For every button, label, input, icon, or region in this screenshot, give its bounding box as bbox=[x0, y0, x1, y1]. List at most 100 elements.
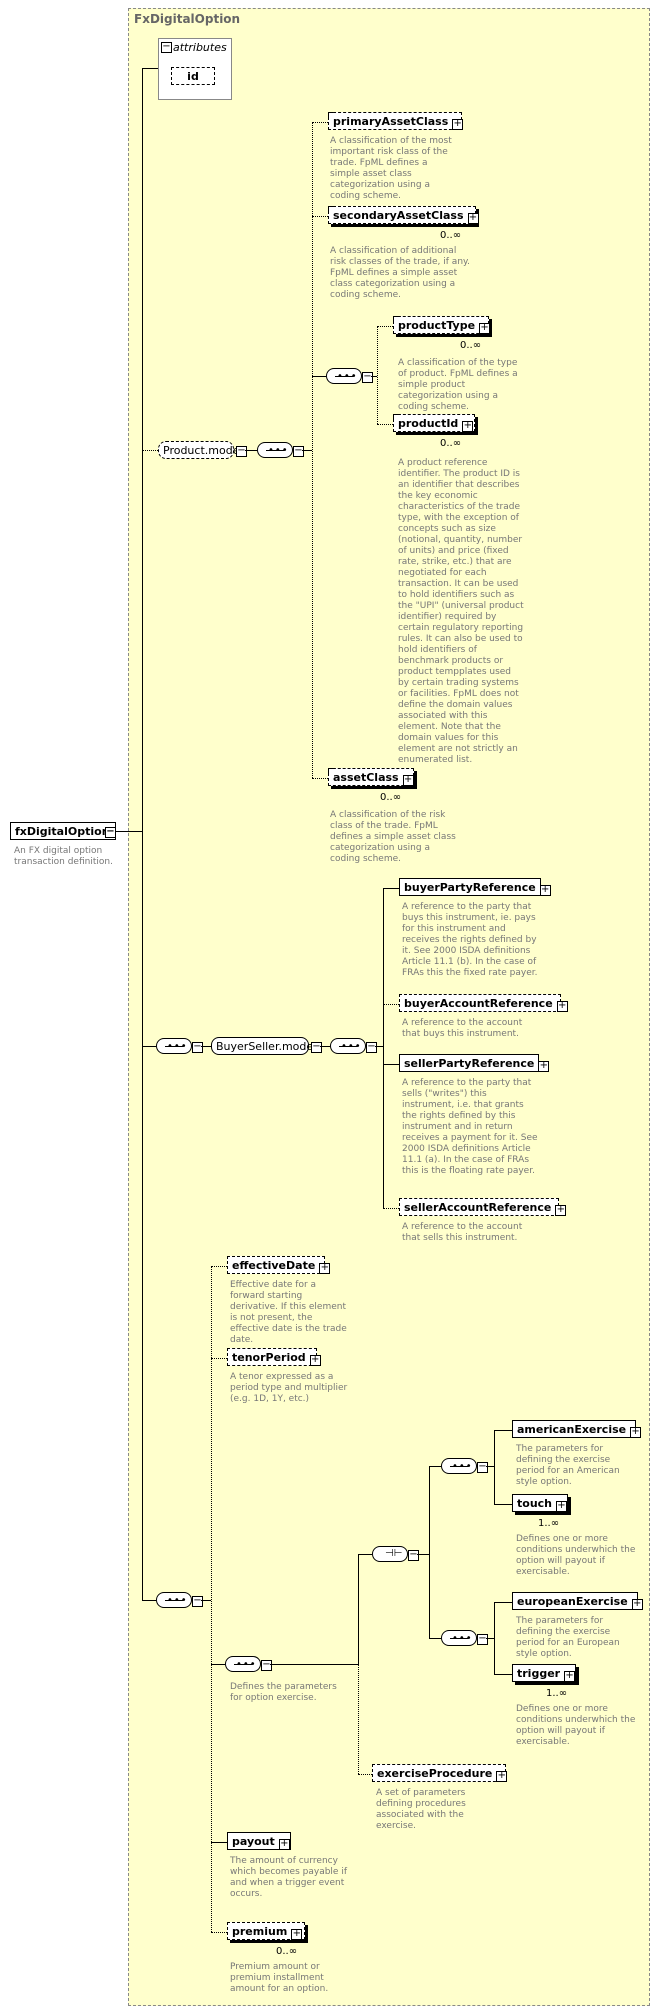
element-touch[interactable]: touch+ bbox=[512, 1494, 568, 1512]
cardinality: 0..∞ bbox=[440, 230, 462, 241]
connector bbox=[142, 68, 158, 69]
connector bbox=[358, 1554, 372, 1555]
element-trigger[interactable]: trigger+ bbox=[512, 1664, 576, 1682]
connector bbox=[270, 1664, 358, 1665]
element-assetClass[interactable]: assetClass+ bbox=[328, 768, 414, 786]
element-buyerAccountReference[interactable]: buyerAccountReference+ bbox=[399, 994, 568, 1012]
expand-icon[interactable]: + bbox=[539, 884, 551, 896]
connector bbox=[320, 1046, 330, 1047]
connector bbox=[201, 1046, 211, 1047]
element-desc: The parameters for defining the exercise… bbox=[516, 1444, 620, 1487]
element-desc: A reference to the account that sells th… bbox=[402, 1222, 523, 1243]
buyerseller-model-label: BuyerSeller.model bbox=[216, 1040, 317, 1053]
element-sellerAccountReference[interactable]: sellerAccountReference+ bbox=[399, 1198, 567, 1216]
collapse-icon[interactable]: − bbox=[408, 1549, 419, 1561]
connector bbox=[375, 1046, 383, 1047]
collapse-icon[interactable]: − bbox=[362, 371, 373, 383]
product-model-group[interactable]: Product.model bbox=[158, 441, 243, 459]
element-payout[interactable]: payout+ bbox=[227, 1832, 291, 1850]
collapse-icon[interactable]: − bbox=[105, 826, 116, 838]
connector bbox=[377, 424, 393, 425]
connector bbox=[429, 1466, 441, 1467]
expand-icon[interactable]: + bbox=[452, 118, 464, 130]
sequence-compositor[interactable]: ••• bbox=[257, 442, 293, 458]
connector bbox=[211, 1664, 225, 1665]
element-effectiveDate[interactable]: effectiveDate+ bbox=[227, 1256, 331, 1274]
expand-icon[interactable]: + bbox=[564, 1670, 576, 1682]
sequence-compositor[interactable]: ••• bbox=[330, 1038, 366, 1054]
expand-icon[interactable]: + bbox=[462, 420, 474, 432]
expand-icon[interactable]: + bbox=[319, 1262, 331, 1274]
collapse-icon[interactable]: − bbox=[477, 1633, 488, 1645]
element-primaryAssetClass[interactable]: primaryAssetClass+ bbox=[328, 112, 464, 130]
element-americanExercise[interactable]: americanExercise+ bbox=[512, 1420, 642, 1438]
expand-icon[interactable]: + bbox=[402, 774, 414, 786]
element-label: buyerAccountReference bbox=[404, 997, 553, 1010]
element-desc: Defines one or more conditions underwhic… bbox=[516, 1704, 636, 1747]
frame-title: FxDigitalOption bbox=[134, 12, 241, 26]
expand-icon[interactable]: + bbox=[278, 1838, 290, 1850]
element-secondaryAssetClass[interactable]: secondaryAssetClass+ bbox=[328, 206, 479, 224]
expand-icon[interactable]: + bbox=[467, 212, 479, 224]
connector bbox=[358, 1554, 359, 1664]
expand-icon[interactable]: + bbox=[631, 1598, 643, 1610]
collapse-icon[interactable]: − bbox=[236, 445, 247, 457]
connector bbox=[142, 1046, 156, 1047]
connector bbox=[383, 1004, 399, 1005]
connector bbox=[211, 1842, 227, 1843]
choice-compositor[interactable]: ⊣⊢ bbox=[372, 1546, 408, 1562]
element-exerciseProcedure[interactable]: exerciseProcedure+ bbox=[372, 1764, 508, 1782]
expand-icon[interactable]: + bbox=[291, 1928, 303, 1940]
element-sellerPartyReference[interactable]: sellerPartyReference+ bbox=[399, 1054, 550, 1072]
sequence-compositor[interactable]: ••• bbox=[326, 368, 362, 384]
root-element-label: fxDigitalOption bbox=[15, 825, 110, 838]
connector bbox=[383, 1064, 399, 1065]
collapse-icon[interactable]: − bbox=[261, 1659, 272, 1671]
sequence-compositor[interactable]: ••• bbox=[156, 1592, 192, 1608]
expand-icon[interactable]: + bbox=[538, 1060, 550, 1072]
sequence-compositor[interactable]: ••• bbox=[441, 1458, 477, 1474]
expand-icon[interactable]: + bbox=[496, 1770, 508, 1782]
element-premium[interactable]: premium+ bbox=[227, 1922, 305, 1940]
collapse-icon[interactable]: − bbox=[293, 445, 304, 457]
element-label: sellerAccountReference bbox=[404, 1201, 552, 1214]
collapse-icon[interactable]: − bbox=[161, 41, 172, 53]
element-productId[interactable]: productId+ bbox=[393, 414, 475, 432]
attributes-header: attributes bbox=[173, 41, 227, 54]
expand-icon[interactable]: + bbox=[556, 1000, 568, 1012]
element-buyerPartyReference[interactable]: buyerPartyReference+ bbox=[399, 878, 551, 896]
element-tenorPeriod[interactable]: tenorPeriod+ bbox=[227, 1348, 321, 1366]
element-label: primaryAssetClass bbox=[333, 115, 449, 128]
collapse-icon[interactable]: − bbox=[192, 1041, 203, 1053]
connector bbox=[429, 1638, 441, 1639]
connector bbox=[358, 1774, 372, 1775]
collapse-icon[interactable]: − bbox=[311, 1041, 322, 1053]
collapse-icon[interactable]: − bbox=[477, 1461, 488, 1473]
collapse-icon[interactable]: − bbox=[192, 1595, 203, 1607]
collapse-icon[interactable]: − bbox=[366, 1041, 377, 1053]
expand-icon[interactable]: + bbox=[555, 1204, 567, 1216]
expand-icon[interactable]: + bbox=[630, 1426, 642, 1438]
buyerseller-model-group[interactable]: BuyerSeller.model bbox=[211, 1037, 316, 1055]
element-desc: A classification of the most important r… bbox=[330, 136, 452, 201]
attribute-id[interactable]: id bbox=[171, 67, 215, 85]
connector bbox=[383, 888, 384, 1208]
element-productType[interactable]: productType+ bbox=[393, 316, 491, 334]
element-label: americanExercise bbox=[517, 1423, 627, 1436]
expand-icon[interactable]: + bbox=[309, 1354, 321, 1366]
element-desc: A reference to the party that buys this … bbox=[402, 902, 538, 978]
connector bbox=[312, 376, 326, 377]
connector bbox=[312, 216, 328, 217]
cardinality: 0..∞ bbox=[276, 1946, 298, 1957]
element-europeanExercise[interactable]: europeanExercise+ bbox=[512, 1592, 643, 1610]
root-element[interactable]: fxDigitalOption − bbox=[10, 822, 116, 840]
element-label: sellerPartyReference bbox=[404, 1057, 535, 1070]
element-desc: A reference to the party that sells ("wr… bbox=[402, 1078, 538, 1176]
expand-icon[interactable]: + bbox=[556, 1500, 567, 1512]
sequence-compositor[interactable]: ••• bbox=[225, 1656, 261, 1672]
connector bbox=[494, 1602, 512, 1603]
sequence-compositor[interactable]: ••• bbox=[156, 1038, 192, 1054]
expand-icon[interactable]: + bbox=[479, 322, 491, 334]
connector bbox=[486, 1466, 494, 1467]
sequence-compositor[interactable]: ••• bbox=[441, 1630, 477, 1646]
